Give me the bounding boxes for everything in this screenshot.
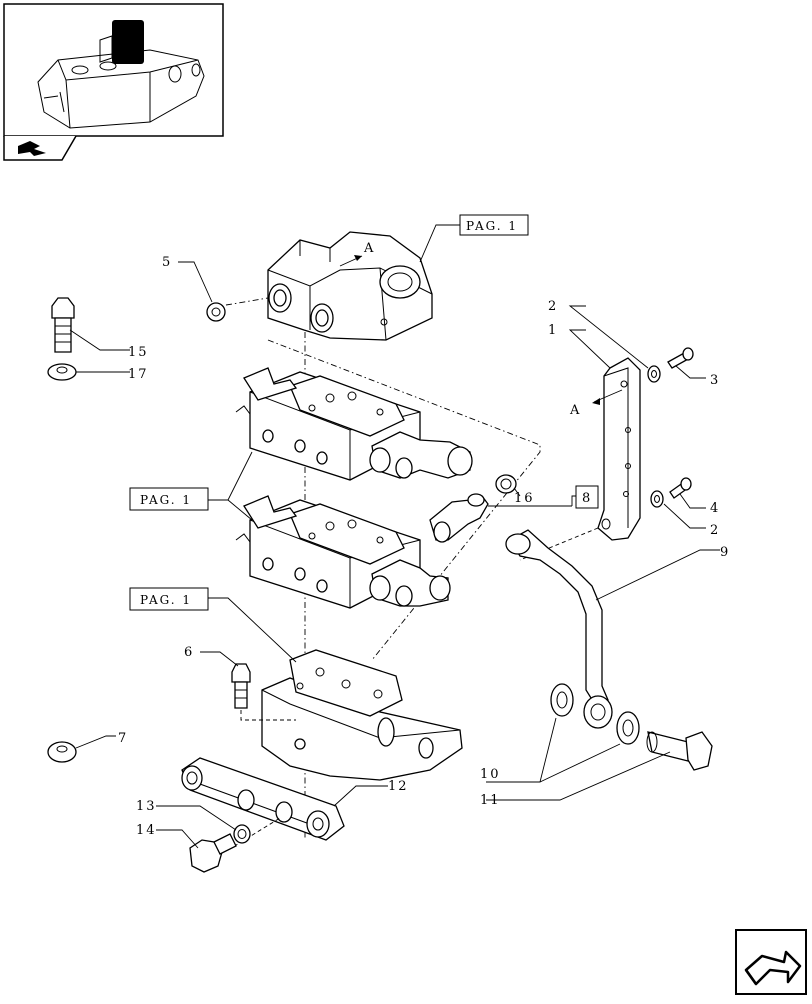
reference-pag-top[interactable]: PAG. 1 [459,214,529,236]
assembly-thumbnail-icon [37,20,205,129]
section-arrow-icon [18,141,46,156]
bolt-part-15 [51,297,75,353]
callout-17: 17 [128,367,149,382]
callout-14: 14 [136,823,157,838]
thumbnail-frame[interactable] [3,3,224,161]
washer-part-7 [47,741,77,763]
washer-part-2-upper [647,365,661,383]
seal-part-5 [206,302,226,322]
callout-4: 4 [710,501,720,516]
screw-part-4 [669,477,692,499]
bolt-part-6 [231,663,251,709]
svg-text:8: 8 [582,491,592,506]
callout-13: 13 [136,799,157,814]
valve-section-upper [235,367,473,481]
callout-11: 11 [480,793,501,808]
callout-12: 12 [388,779,409,794]
callout-15: 15 [128,345,149,360]
callout-2-upper: 2 [548,299,558,314]
seal-part-13 [233,824,251,844]
view-marker-a-top: A [363,241,375,256]
callout-3: 3 [710,373,720,388]
plug-part-14 [189,833,237,873]
bracket-part-12 [181,757,345,841]
top-valve-cover [267,231,433,341]
reference-pag-low[interactable]: PAG. 1 [129,587,209,611]
svg-text:PAG. 1: PAG. 1 [140,493,192,507]
view-marker-a-right: A [569,403,581,418]
callout-6: 6 [184,645,194,660]
valve-section-lower [235,495,451,609]
callout-1: 1 [548,323,558,338]
washer-part-2-lower [650,490,664,508]
callout-7: 7 [118,731,128,746]
seal-washer-16 [495,474,517,494]
callout-2-lower: 2 [710,523,720,538]
seal-part-10-left [550,683,574,717]
callout-5: 5 [162,255,172,270]
reference-box-8[interactable]: 8 [575,485,599,509]
elbow-fitting [429,493,489,543]
screw-part-3 [667,347,694,369]
mounting-bracket-part-1 [597,357,641,541]
svg-text:PAG. 1: PAG. 1 [466,219,518,233]
valve-end-base [261,649,463,781]
callout-9: 9 [720,545,730,560]
callout-10: 10 [480,767,501,782]
banjo-bolt-part-11 [646,731,713,771]
seal-part-10-right [616,711,640,745]
callout-16: 16 [514,491,535,506]
next-page-arrow-icon[interactable] [735,929,807,995]
hydraulic-pipe-part-9 [505,529,613,729]
svg-text:PAG. 1: PAG. 1 [140,593,192,607]
washer-part-17 [47,363,77,381]
reference-pag-mid[interactable]: PAG. 1 [129,487,209,511]
